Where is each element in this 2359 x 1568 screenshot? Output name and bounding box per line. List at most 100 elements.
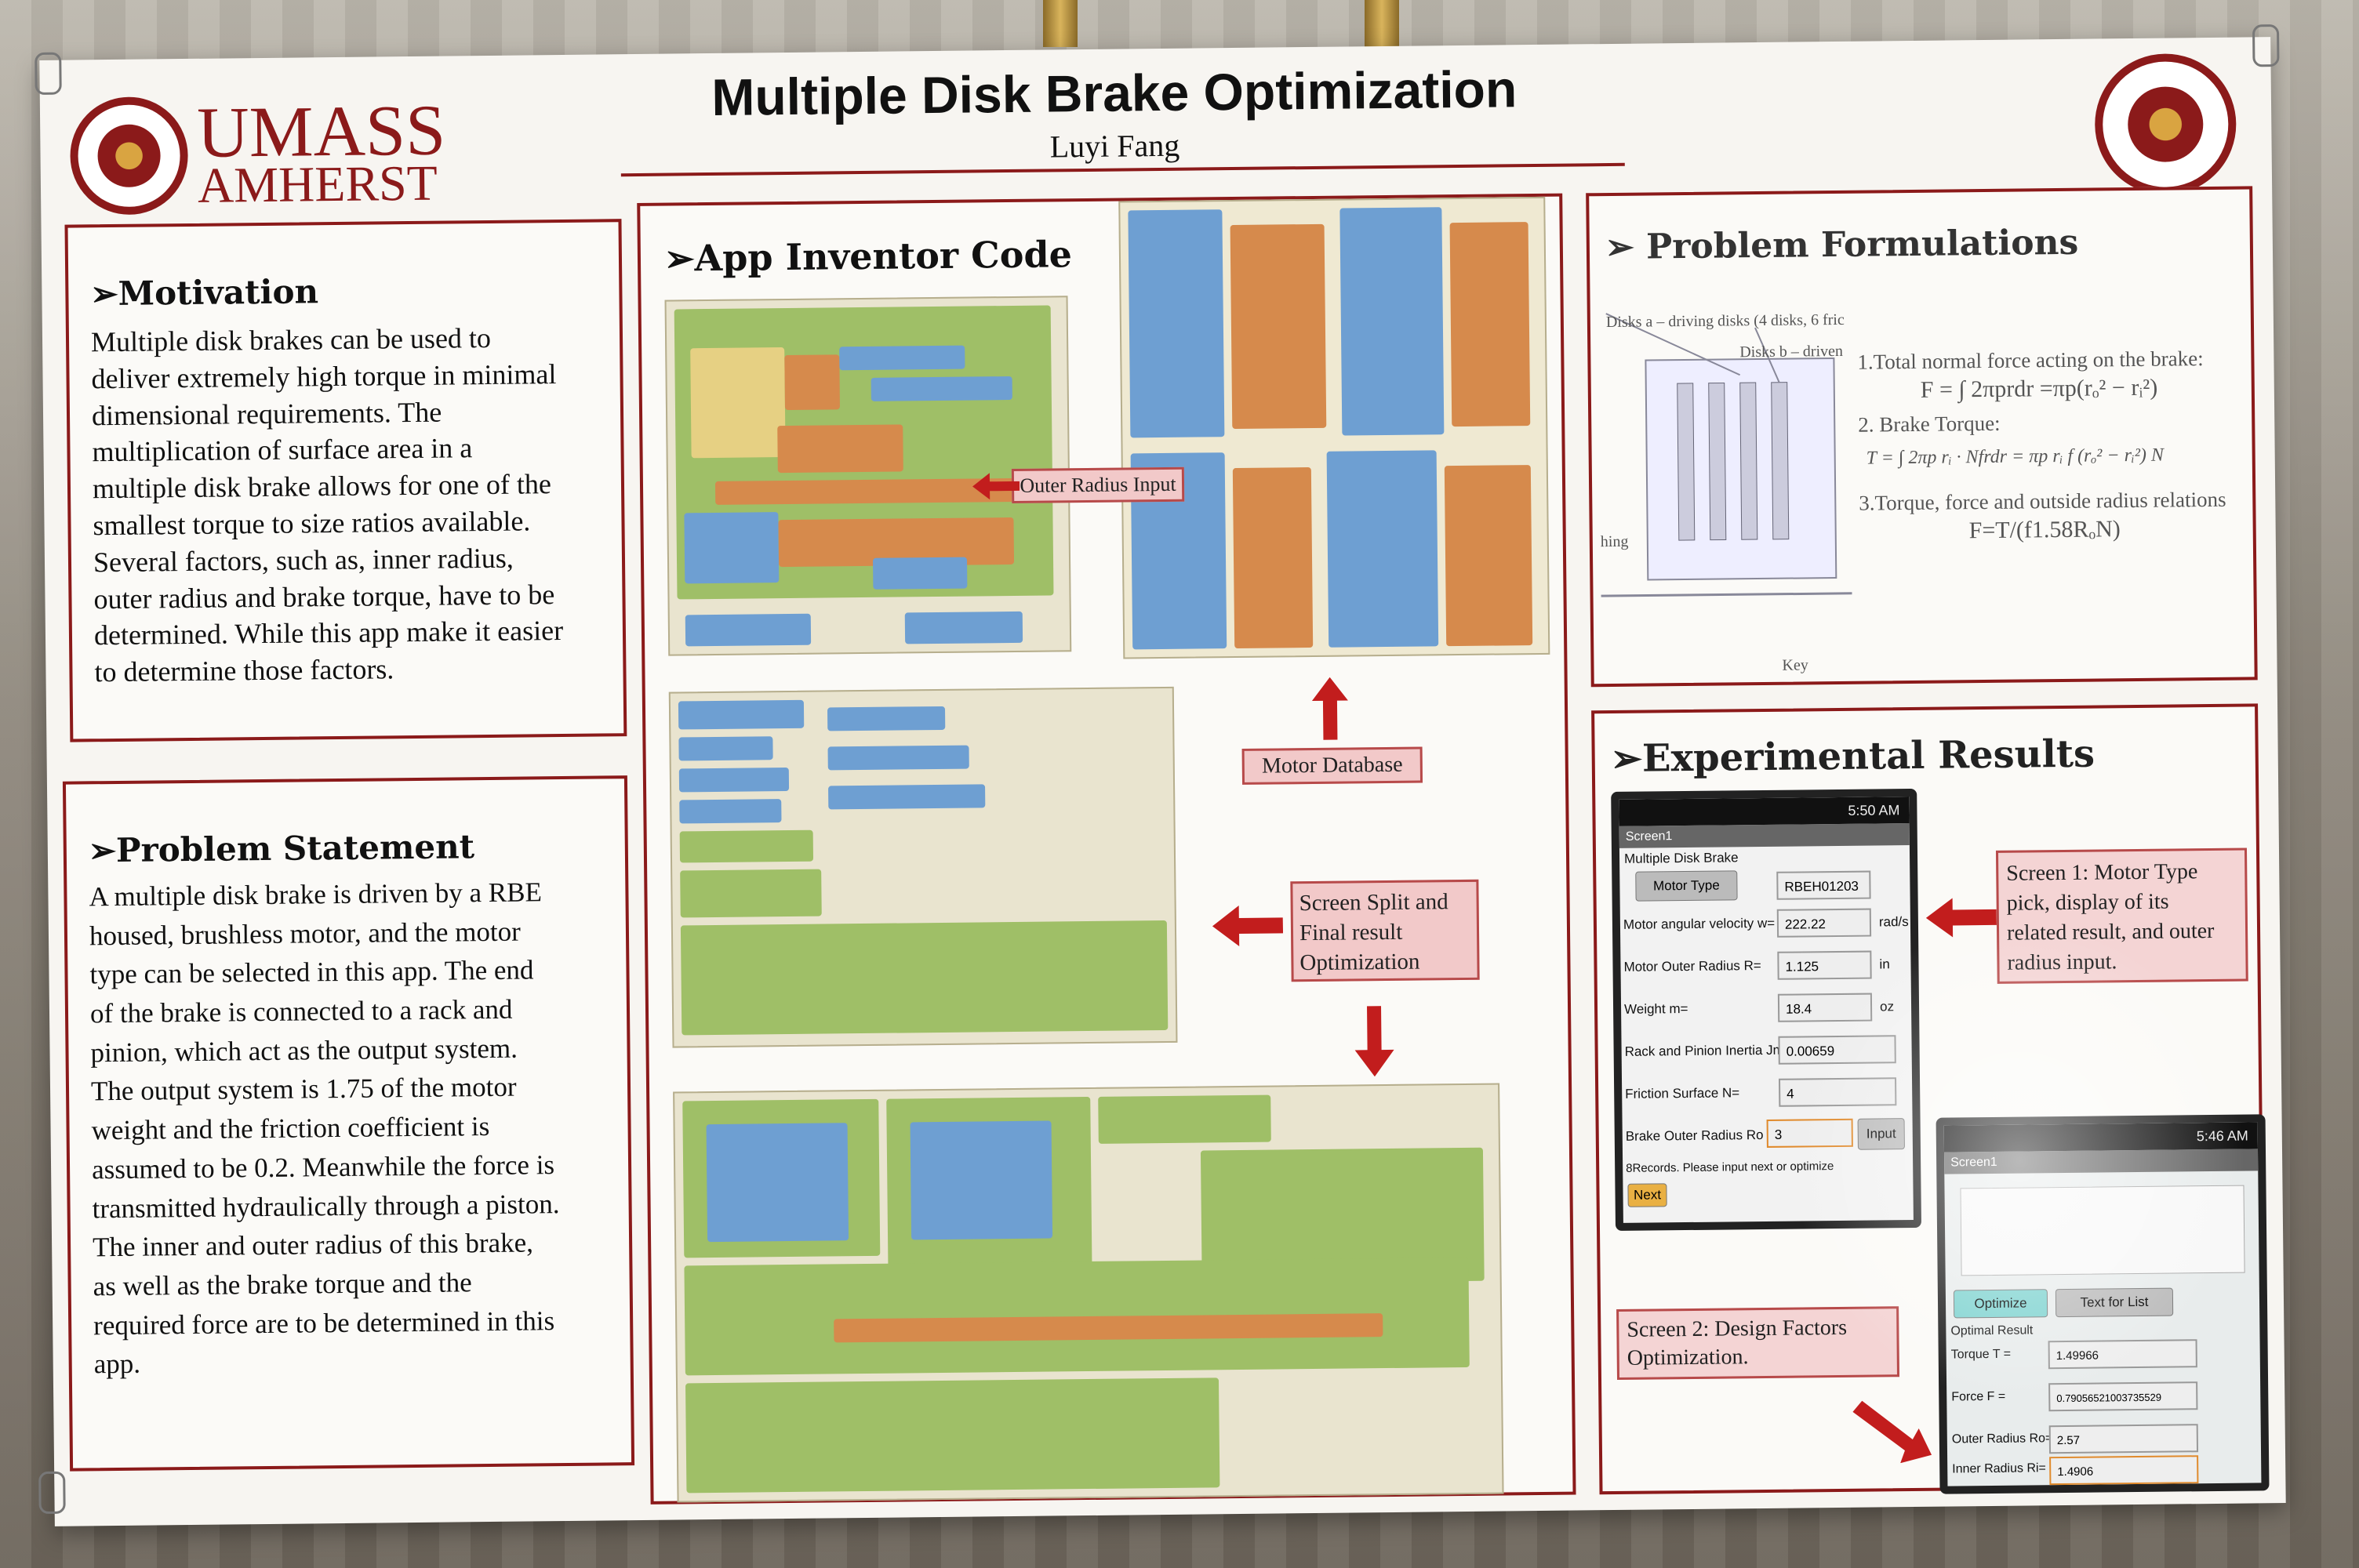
row-value: 1.4906 (2049, 1455, 2199, 1486)
brake-outer-input[interactable]: 3 (1766, 1118, 1853, 1148)
arrow-left-icon (1925, 898, 1997, 938)
text-line: Several factors, such as, inner radius, (93, 542, 514, 579)
brake-outer-label: Brake Outer Radius Ro (1625, 1127, 1764, 1144)
text-line: weight and the friction coefficient is (91, 1111, 490, 1146)
callout-line: Optimization. (1627, 1345, 1749, 1370)
row-label: Friction Surface N= (1625, 1085, 1740, 1102)
text-line: assumed to be 0.2. Meanwhile the force i… (91, 1149, 555, 1185)
text-line: pinion, which act as the output system. (90, 1033, 518, 1069)
row-label: Force F = (1951, 1389, 2006, 1404)
screen-split-callout: Screen Split and Final result Optimizati… (1290, 879, 1480, 982)
text-line: to determine those factors. (94, 653, 394, 688)
text-line: multiplication of surface area in a (92, 432, 473, 468)
formula-item: F=T/(f1.58RₒN) (1968, 516, 2121, 544)
optimal-result-label: Optimal Result (1950, 1323, 2034, 1338)
row-unit: oz (1879, 999, 1895, 1014)
callout-line: Screen Split and (1299, 889, 1448, 916)
text-line: transmitted hydraulically through a pist… (92, 1188, 560, 1224)
text-line: outer radius and brake torque, have to b… (93, 578, 555, 615)
motor-type-button[interactable]: Motor Type (1635, 870, 1738, 902)
binder-clip-icon (2252, 24, 2280, 67)
umass-seal-logo (69, 96, 189, 216)
problem-statement-panel: ➢Problem Statement A multiple disk brake… (62, 775, 635, 1472)
callout-line: Screen 1: Motor Type (2006, 859, 2198, 886)
row-value: 1.49966 (2048, 1339, 2197, 1370)
experimental-results-heading: ➢Experimental Results (1610, 731, 2095, 782)
code-screenshot-motor-database (1118, 196, 1550, 659)
app-inventor-heading: ➢App Inventor Code (663, 233, 1073, 280)
row-value: 1.125 (1777, 950, 1872, 980)
binder-clip-icon (35, 52, 62, 96)
phone-1-screen: 5:50 AM Screen1 Multiple Disk Brake Moto… (1619, 797, 1914, 1223)
text-for-list-button[interactable]: Text for List (2055, 1287, 2174, 1318)
diagram-label: Disks a – driving disks (4 disks, 6 fric (1605, 310, 1845, 332)
text-line: deliver extremely high torque in minimal (91, 358, 557, 395)
logo-amherst: AMHERST (197, 154, 438, 213)
input-button[interactable]: Input (1857, 1118, 1905, 1150)
text-line: housed, brushless motor, and the motor (89, 916, 521, 952)
screen-title: Screen1 (1944, 1149, 2259, 1174)
poster-author: Luyi Fang (1049, 127, 1180, 165)
poster: UMASS AMHERST Multiple Disk Brake Optimi… (35, 24, 2286, 1526)
text-line: The output system is 1.75 of the motor (90, 1072, 517, 1107)
row-unit: rad/s (1878, 914, 1909, 930)
callout-line: Final result (1299, 919, 1403, 946)
code-screenshot-optimize (673, 1083, 1504, 1503)
formula-item: 2. Brake Torque: (1858, 411, 2001, 437)
screen2-callout: Screen 2: Design Factors Optimization. (1616, 1306, 1900, 1380)
row-value: 18.4 (1777, 993, 1873, 1022)
diagram-label: hing (1600, 532, 1629, 551)
easel-right-leg (1365, 0, 1399, 47)
experimental-results-panel: ➢Experimental Results 5:50 AM Screen1 Mu… (1591, 703, 2270, 1495)
outer-radius-callout: Outer Radius Input (1011, 466, 1185, 503)
text-line: A multiple disk brake is driven by a RBE (89, 877, 543, 913)
phone-screen-2: 5:46 AM Screen1 Optimize Text for List O… (1936, 1114, 2270, 1494)
screen-title: Screen1 (1619, 823, 1910, 848)
row-value: 0.79056521003735529 (2048, 1381, 2198, 1412)
row-value: 222.22 (1776, 908, 1872, 938)
text-line: required force are to be determined in t… (93, 1305, 555, 1341)
row-value: 2.57 (2048, 1424, 2199, 1454)
motor-type-value: RBEH01203 (1776, 870, 1871, 900)
easel-left-leg (1043, 0, 1078, 47)
text-line: The inner and outer radius of this brake… (92, 1227, 534, 1263)
formula-item: 1.Total normal force acting on the brake… (1857, 347, 2204, 374)
row-label: Weight m= (1623, 1001, 1688, 1017)
row-label: Outer Radius Ro= (1951, 1432, 2053, 1446)
motivation-body: Multiple disk brakes can be used to deli… (91, 318, 608, 691)
phone-2-screen: 5:46 AM Screen1 Optimize Text for List O… (1943, 1122, 2262, 1486)
row-label: Motor angular velocity w= (1623, 915, 1776, 932)
arrow-down-icon (1354, 1006, 1394, 1077)
diagram-label: Key (1782, 656, 1808, 674)
formula-item: 3.Torque, force and outside radius relat… (1859, 487, 2226, 515)
diagram-label: Disks b – driven (1739, 342, 1844, 361)
row-label: Motor Outer Radius R= (1623, 958, 1761, 975)
text-line: dimensional requirements. The (91, 396, 442, 431)
callout-line: pick, display of its (2006, 889, 2169, 916)
binder-clip-icon (38, 1471, 66, 1515)
motivation-heading: ➢Motivation (90, 272, 319, 314)
formula-item: F = ∫ 2πprdr =πp(rₒ² − rᵢ²) (1920, 374, 2158, 403)
text-line: as well as the brake torque and the (93, 1267, 472, 1302)
row-unit: in (1879, 956, 1890, 972)
callout-line: Optimization (1299, 949, 1420, 976)
app-title: Multiple Disk Brake (1623, 850, 1739, 866)
arrow-left-icon (972, 473, 1020, 500)
motivation-panel: ➢Motivation Multiple disk brakes can be … (64, 219, 627, 742)
code-screenshot-screen-split (668, 686, 1178, 1048)
text-line: Multiple disk brakes can be used to (90, 321, 492, 358)
text-line: type can be selected in this app. The en… (89, 954, 534, 990)
records-text: 8Records. Please input next or optimize (1626, 1160, 1834, 1175)
row-label: Rack and Pinion Inertia Jm= (1624, 1042, 1792, 1059)
motor-database-callout: Motor Database (1241, 746, 1423, 785)
row-value: 4 (1779, 1077, 1897, 1107)
text-line: of the brake is connected to a rack and (89, 993, 513, 1029)
disk-brake-diagram (1601, 313, 1852, 597)
next-button[interactable]: Next (1627, 1183, 1667, 1207)
arrow-down-right-icon (1852, 1400, 1932, 1464)
row-label: Inner Radius Ri= (1952, 1461, 2046, 1476)
text-line: determined. While this app make it easie… (93, 615, 564, 652)
optimize-button[interactable]: Optimize (1953, 1289, 2048, 1319)
problem-statement-heading: ➢Problem Statement (88, 827, 475, 870)
text-line: app. (93, 1348, 141, 1380)
